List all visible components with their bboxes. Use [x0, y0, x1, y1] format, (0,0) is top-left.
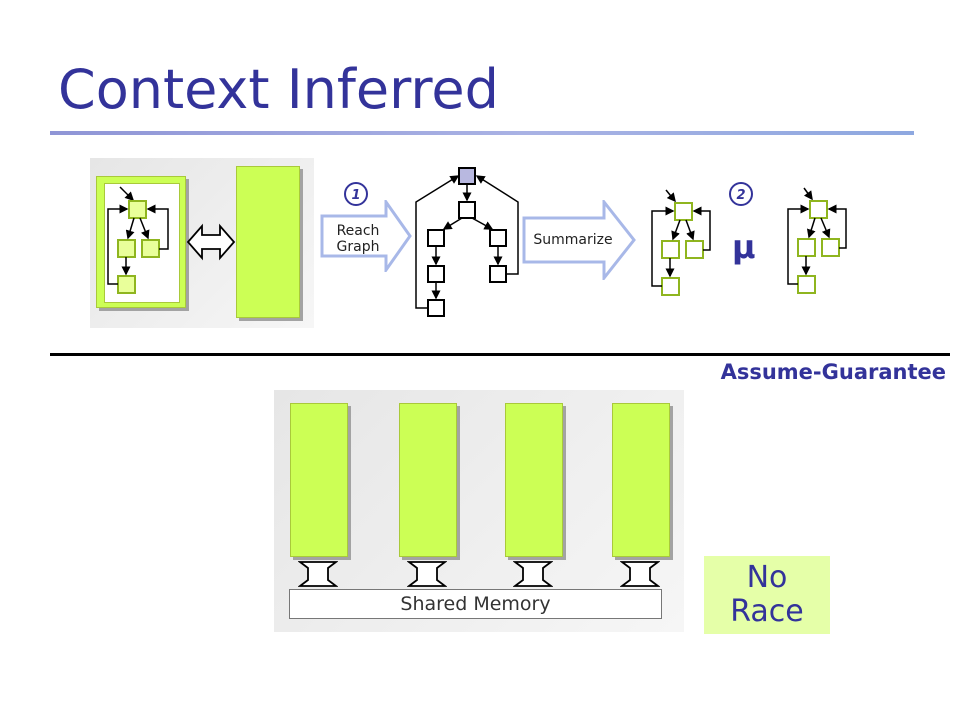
mu-symbol: μ	[732, 228, 756, 266]
summary-graph-diagram	[787, 187, 847, 294]
section-divider	[50, 353, 950, 356]
block-arrow-icon	[522, 200, 636, 280]
bidirectional-arrow-icon	[620, 561, 660, 587]
section-label-assume-guarantee: Assume-Guarantee	[720, 360, 946, 384]
shared-memory-box: Shared Memory	[289, 589, 662, 619]
thread-bar-4	[612, 403, 670, 557]
reach-graph-label-line2: Graph	[336, 239, 380, 255]
block-arrow-icon	[320, 200, 412, 272]
reach-graph-label: Reach Graph	[326, 223, 390, 255]
summarize-label: Summarize	[533, 232, 613, 248]
thread-bar-1	[290, 403, 348, 557]
page-title: Context Inferred	[58, 58, 499, 121]
step-2-label: 2	[736, 188, 745, 203]
environment-box	[236, 166, 300, 318]
step-circle-icon: 1	[344, 182, 368, 206]
bidirectional-arrow-icon	[513, 561, 553, 587]
bidirectional-arrow-icon	[186, 223, 236, 261]
result-badge: No Race	[704, 556, 830, 634]
result-label-line2: Race	[730, 594, 804, 629]
thread-bar-2	[399, 403, 457, 557]
title-underline	[50, 131, 914, 135]
thread-cfg-diagram	[107, 186, 169, 294]
summary-graph-diagram	[651, 189, 711, 296]
step-1-label: 1	[351, 188, 360, 203]
bidirectional-arrow-icon	[298, 561, 338, 587]
step-circle-icon: 2	[729, 182, 753, 206]
result-label-line1: No	[746, 560, 788, 595]
thread-bar-3	[505, 403, 563, 557]
bidirectional-arrow-icon	[407, 561, 447, 587]
reach-graph-diagram	[415, 167, 519, 317]
reach-graph-label-line1: Reach	[336, 223, 380, 239]
